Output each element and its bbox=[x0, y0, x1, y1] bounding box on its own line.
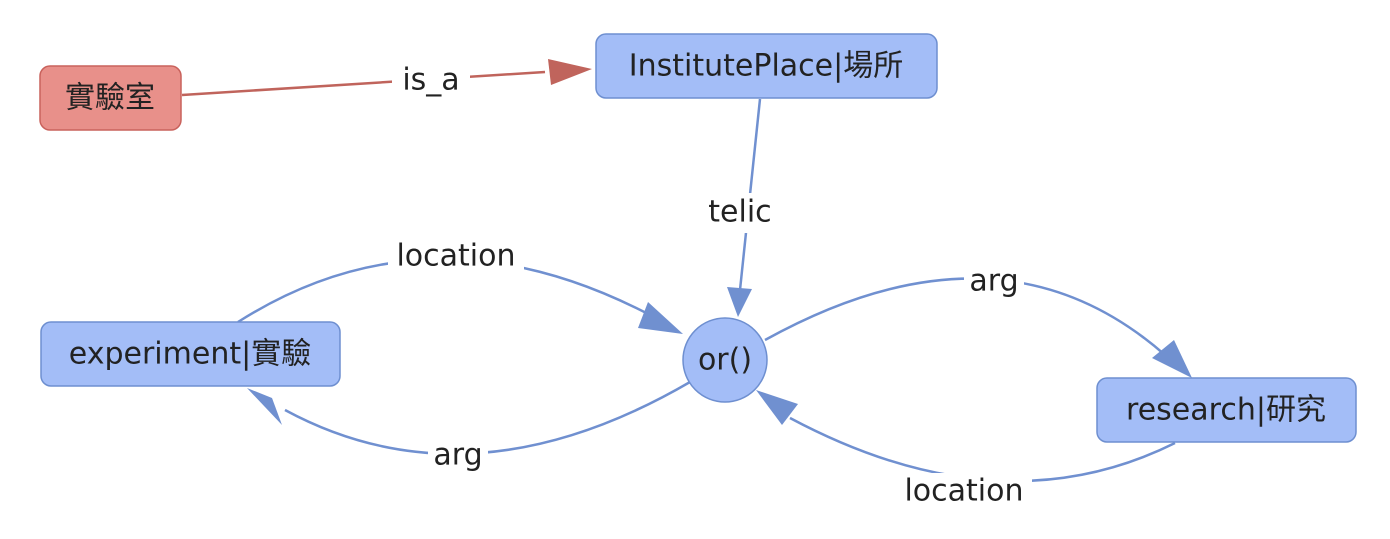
edge-location-right-arrowhead bbox=[756, 390, 798, 425]
edge-label-arg-left: arg bbox=[433, 438, 482, 473]
node-or[interactable]: or() bbox=[682, 317, 768, 403]
node-root-label: 實驗室 bbox=[65, 81, 155, 116]
node-institute-place-label: InstitutePlace|場所 bbox=[629, 49, 903, 84]
nodes: 實驗室 InstitutePlace|場所 or() experiment|實驗… bbox=[39, 33, 1357, 443]
edge-location-left-arrowhead bbox=[638, 302, 683, 334]
node-or-label: or() bbox=[698, 343, 752, 378]
edge-label-location-right: location bbox=[904, 474, 1023, 509]
edge-label-is-a: is_a bbox=[402, 63, 459, 98]
edge-is-a bbox=[181, 70, 546, 97]
node-root[interactable]: 實驗室 bbox=[39, 65, 182, 131]
node-experiment[interactable]: experiment|實驗 bbox=[40, 321, 341, 387]
edge-labels: is_a telic location arg arg location bbox=[388, 62, 1032, 511]
edge-label-location-left: location bbox=[396, 239, 515, 274]
node-research[interactable]: research|研究 bbox=[1096, 377, 1357, 443]
edge-label-telic: telic bbox=[708, 195, 771, 230]
node-experiment-label: experiment|實驗 bbox=[69, 337, 311, 372]
node-institute-place[interactable]: InstitutePlace|場所 bbox=[595, 33, 938, 99]
edges bbox=[181, 59, 1192, 483]
edge-telic-arrowhead bbox=[727, 287, 752, 317]
edge-arg-right-arrowhead bbox=[1152, 340, 1192, 378]
node-research-label: research|研究 bbox=[1126, 393, 1326, 428]
edge-is-a-arrowhead bbox=[548, 59, 592, 85]
edge-label-arg-right: arg bbox=[969, 264, 1018, 299]
edge-arg-left-arrowhead bbox=[247, 388, 282, 425]
